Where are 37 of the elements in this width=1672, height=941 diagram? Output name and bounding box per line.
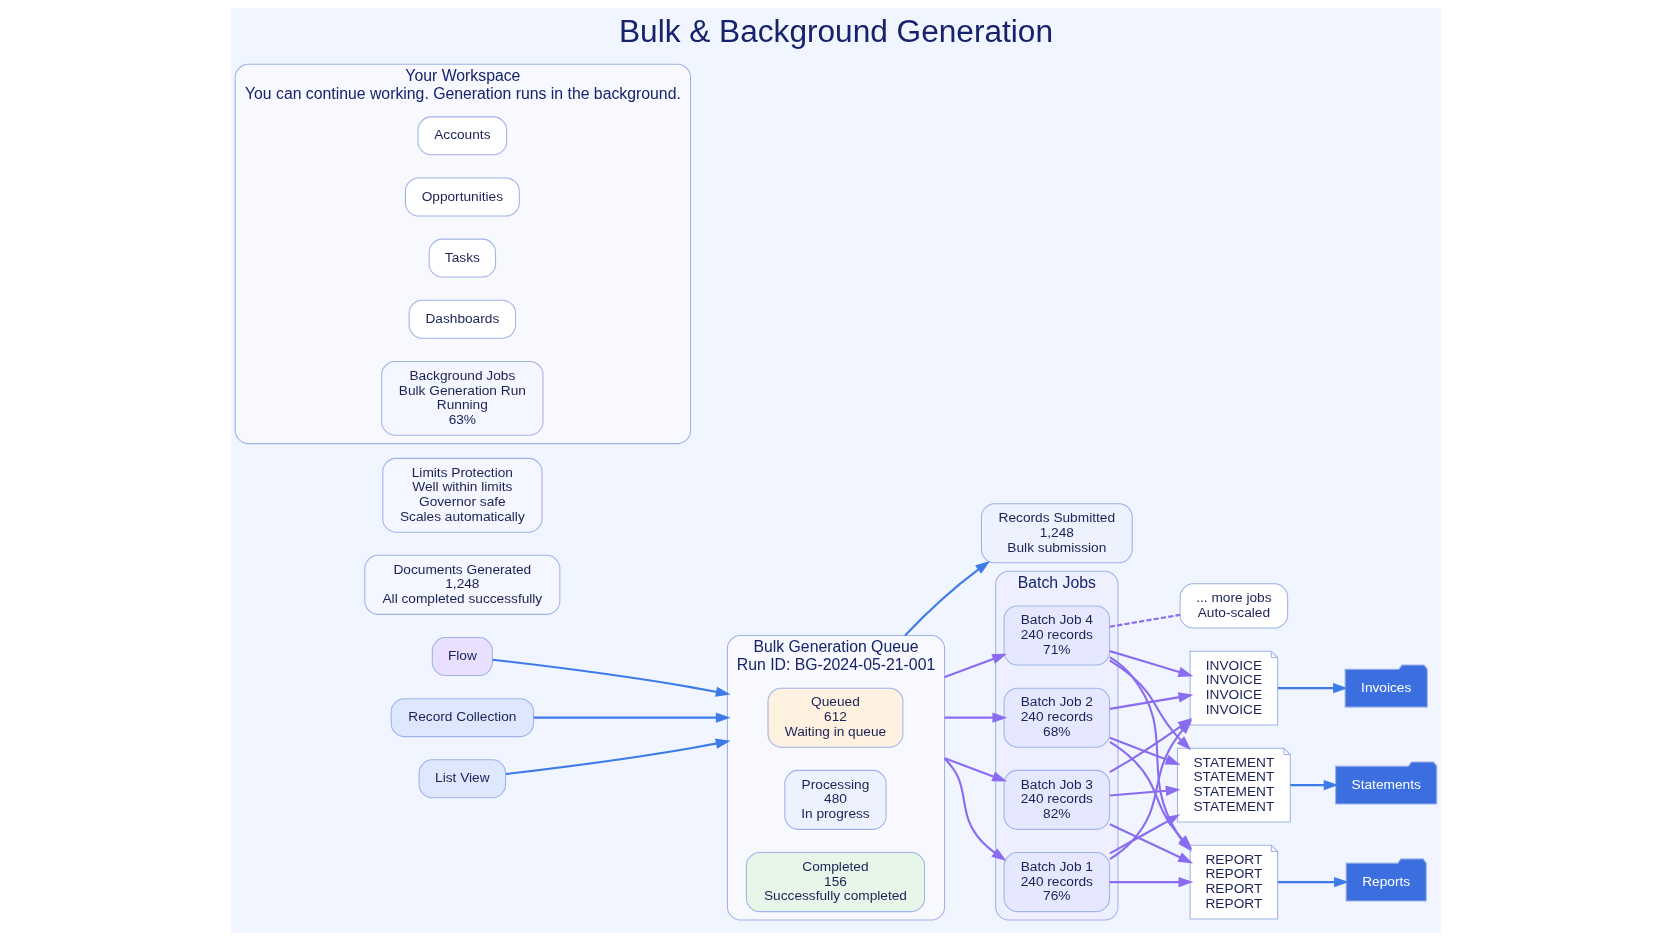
- arrow: [1109, 876, 1194, 888]
- arrow: [1109, 785, 1181, 797]
- node-box: Tasks: [428, 238, 497, 278]
- node-box: Background Jobs Bulk Generation Run Running 63%: [381, 360, 544, 436]
- node-box: Batch Job 1 240 records 76%: [1003, 852, 1111, 913]
- arrow: [1109, 650, 1194, 677]
- node-box: Queued 612 Waiting in queue: [767, 687, 904, 748]
- arrow: [505, 738, 731, 776]
- node-box: Limits Protection Well within limits Governor safe Scales automatically: [382, 457, 543, 533]
- arrow: [1290, 779, 1339, 791]
- node-box: Dashboards: [408, 299, 517, 339]
- node-box: Accounts: [417, 116, 508, 156]
- arrow: [1278, 876, 1349, 888]
- node-box: Records Submitted 1,248 Bulk submission: [980, 503, 1133, 564]
- arrow: [944, 757, 1007, 782]
- node-box: ... more jobs Auto-scaled: [1179, 583, 1289, 629]
- node-box: Flow: [431, 637, 493, 677]
- connector: [1109, 613, 1181, 628]
- arrow: [944, 712, 1008, 723]
- diagram-title: Bulk & Background Generation: [618, 13, 1054, 50]
- node-box: Completed 156 Successfully completed: [745, 852, 926, 913]
- arrow: [1109, 736, 1181, 765]
- arrow: [943, 758, 1007, 861]
- node-box: Documents Generated 1,248 All completed successfully: [364, 554, 561, 615]
- arrow: [944, 653, 1007, 679]
- arrow: [533, 712, 731, 723]
- arrow: [904, 561, 991, 637]
- arrow: [492, 658, 731, 697]
- node-box: Processing 480 In progress: [784, 769, 887, 830]
- node-box: Batch Job 4 240 records 71%: [1003, 605, 1111, 666]
- arrow: [1109, 692, 1194, 710]
- node-box: Opportunities: [404, 177, 520, 217]
- node-box: Batch Job 2 240 records 68%: [1003, 687, 1111, 748]
- node-box: Batch Job 3 240 records 82%: [1003, 769, 1111, 830]
- node-box: Record Collection: [390, 698, 535, 738]
- arrow: [1278, 682, 1348, 694]
- node-box: List View: [418, 759, 507, 799]
